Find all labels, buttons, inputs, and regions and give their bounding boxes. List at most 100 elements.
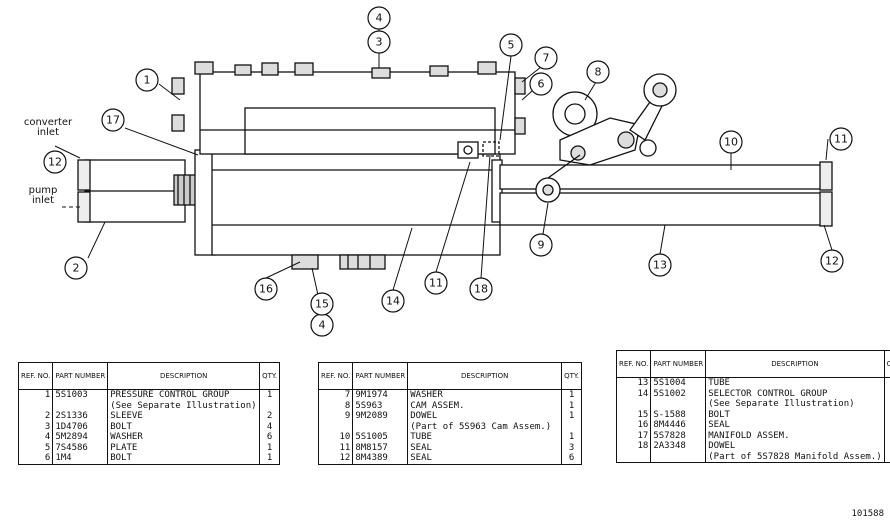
callout-15: 15: [310, 292, 334, 316]
callout-5: 5: [499, 33, 523, 57]
header-description: DESCRIPTION: [407, 362, 563, 390]
callout-8: 8: [586, 60, 610, 84]
converter-inlet-arrow: [54, 145, 81, 159]
part-number-cell: [650, 399, 707, 410]
callout-16: 16: [254, 277, 278, 301]
callout-5-label: 5: [508, 39, 515, 52]
table-header: REF. NO. PART NUMBER DESCRIPTION QTY.: [17, 362, 280, 390]
callout-1: 1: [135, 68, 159, 92]
qty-cell: [883, 399, 890, 410]
converter-inlet-label: converter inlet: [22, 118, 74, 138]
qty-cell: 1: [259, 442, 280, 453]
valve-assembly-drawing: [77, 61, 833, 270]
description-cell: PLATE: [107, 442, 261, 453]
pump-inlet-line-1: pump: [28, 185, 58, 196]
table-row: (See Separate Illustration): [615, 399, 890, 410]
description-cell: (See Separate Illustration): [107, 400, 261, 411]
part-number-cell: 5S1003: [52, 389, 109, 401]
callout-17-label: 17: [106, 114, 120, 127]
header-qty: QTY.: [259, 362, 280, 390]
qty-cell: 4: [259, 421, 280, 432]
ref-cell: 12: [317, 453, 354, 465]
header-part-number: PART NUMBER: [352, 362, 409, 390]
qty-cell: 1: [259, 453, 280, 465]
callout-13-label: 13: [653, 259, 667, 272]
callout-4-top-label: 4: [376, 12, 383, 25]
callout-4-top: 4: [367, 6, 391, 30]
description-cell: MANIFOLD ASSEM.: [705, 430, 885, 441]
qty-cell: 6: [259, 432, 280, 443]
qty-cell: 1: [883, 377, 890, 389]
ref-cell: [615, 451, 652, 463]
part-number-cell: S-1588: [650, 409, 707, 420]
callout-1-label: 1: [144, 74, 151, 87]
description-cell: CAM ASSEM.: [407, 400, 563, 411]
ref-cell: [615, 399, 652, 410]
callout-14-label: 14: [386, 295, 400, 308]
parts-table-middle: REF. NO. PART NUMBER DESCRIPTION QTY. 7 9…: [317, 362, 582, 465]
part-number-cell: 8M4389: [352, 453, 409, 465]
qty-cell: 1: [259, 389, 280, 401]
part-number-cell: 5S1002: [650, 388, 707, 399]
ref-cell: 11: [317, 442, 354, 453]
qty-cell: 1: [561, 400, 582, 411]
description-cell: SELECTOR CONTROL GROUP: [705, 388, 885, 399]
callout-10: 10: [719, 130, 743, 154]
ref-cell: 9: [317, 411, 354, 422]
converter-inlet-line-1: converter: [23, 117, 73, 128]
part-number-cell: 9M2089: [352, 411, 409, 422]
part-number-cell: [52, 400, 109, 411]
description-cell: (Part of 5S963 Cam Assem.): [407, 421, 563, 432]
part-number-cell: 5S7828: [650, 430, 707, 441]
ref-cell: 8: [317, 400, 354, 411]
ref-cell: 3: [17, 421, 54, 432]
description-cell: DOWEL: [407, 411, 563, 422]
description-cell: DOWEL: [705, 441, 885, 452]
header-part-number: PART NUMBER: [52, 362, 109, 390]
table-body: 135S1004TUBE1145S1002SELECTOR CONTROL GR…: [615, 377, 890, 463]
callout-9-label: 9: [538, 239, 545, 252]
callout-3: 3: [367, 30, 391, 54]
qty-cell: 1: [883, 441, 890, 452]
callout-2: 2: [64, 256, 88, 280]
table-row: 15S-1588BOLT2: [615, 409, 890, 420]
callout-16-label: 16: [259, 283, 273, 296]
part-number-cell: 8M8157: [352, 442, 409, 453]
callout-4-bottom-label: 4: [319, 319, 326, 332]
callout-15-label: 15: [315, 298, 329, 311]
callout-14: 14: [381, 289, 405, 313]
callout-10-label: 10: [724, 136, 738, 149]
pump-inlet-label: pump inlet: [22, 186, 64, 206]
qty-cell: [259, 400, 280, 411]
ref-cell: [17, 400, 54, 411]
ref-cell: 6: [17, 453, 54, 465]
ref-cell: 7: [317, 389, 354, 401]
callout-11-right: 11: [829, 127, 853, 151]
ref-cell: 18: [615, 441, 652, 452]
description-cell: TUBE: [407, 432, 563, 443]
callout-18-label: 18: [474, 283, 488, 296]
ref-cell: 17: [615, 430, 652, 441]
parts-table-right: REF. NO. PART NUMBER DESCRIPTION QTY. 13…: [615, 350, 890, 463]
callout-18: 18: [469, 277, 493, 301]
ref-cell: [317, 421, 354, 432]
header-part-number: PART NUMBER: [650, 350, 707, 378]
callout-17: 17: [101, 108, 125, 132]
table-row: 182A3348DOWEL1: [615, 441, 890, 452]
table-header: REF. NO. PART NUMBER DESCRIPTION QTY.: [317, 362, 582, 390]
callout-7: 7: [534, 46, 558, 70]
qty-cell: 2: [259, 411, 280, 422]
ref-cell: 5: [17, 442, 54, 453]
converter-inlet-line-2: inlet: [37, 127, 59, 138]
parts-diagram: 1 2 3 4 4 5 6 7 8 9 10 11 11 12 12 13 14…: [43, 6, 853, 337]
callout-11-center-label: 11: [429, 277, 443, 290]
